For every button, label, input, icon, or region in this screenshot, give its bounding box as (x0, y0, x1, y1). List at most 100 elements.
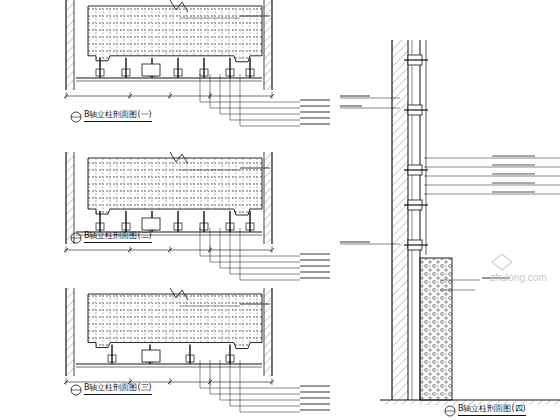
drawing-line (492, 173, 535, 174)
drawing-line (210, 228, 300, 262)
drawing-line (340, 108, 400, 109)
drawing-line (170, 0, 188, 12)
drawing-line (404, 109, 428, 110)
drawing-line (300, 265, 330, 266)
drawing-line (300, 409, 330, 410)
drawing-line (492, 191, 535, 192)
drawing-line (125, 58, 126, 78)
drawing-line (200, 360, 300, 388)
drawing-line (300, 391, 330, 392)
drawing-line (300, 271, 330, 272)
drawing-line (340, 95, 370, 96)
column-section (64, 0, 330, 126)
drawing-line (180, 306, 240, 307)
drawing-line (492, 164, 535, 165)
drawing-line (210, 360, 300, 394)
drawing-line (424, 185, 560, 186)
watermark-logo (492, 254, 512, 270)
drawing-line (300, 403, 330, 404)
drawing-line (71, 390, 81, 391)
drawing-line (76, 367, 262, 368)
title-symbol (445, 406, 455, 416)
drawing-line (130, 92, 131, 99)
drawing-line (170, 288, 188, 300)
drawing-line (249, 211, 250, 232)
drawing-line (240, 15, 270, 16)
drawing-line (300, 397, 330, 398)
drawing-line (272, 246, 273, 253)
title-symbol (71, 385, 81, 395)
drawing-line (412, 40, 413, 400)
drawing-line (200, 228, 300, 256)
drawing-line (404, 244, 428, 245)
drawing-line (220, 228, 300, 268)
drawing-line (300, 259, 330, 260)
drawing-line (240, 167, 270, 168)
drawing-line (66, 382, 272, 383)
drawing-line (300, 277, 330, 278)
drawing-line (76, 81, 262, 82)
drawing-line (210, 74, 300, 108)
drawing-line (300, 117, 330, 118)
drawing-line (240, 303, 270, 304)
drawing-line (130, 246, 131, 253)
drawing-line (180, 18, 240, 19)
drawing-line (440, 280, 480, 281)
drawing-line (230, 228, 300, 274)
drawing-line (300, 253, 330, 254)
drawing-line (71, 238, 81, 239)
section-title: B轴立柱剖面图(一) (84, 111, 152, 122)
drawing-line (230, 74, 300, 120)
drawing-line (180, 170, 240, 171)
drawing-line (203, 211, 204, 232)
drawing-line (300, 99, 330, 100)
drawing-line (340, 98, 400, 99)
drawing-line (170, 378, 171, 385)
drawing-line (66, 246, 67, 253)
drawing-line (424, 176, 560, 177)
drawing-line (440, 290, 475, 291)
drawing-line (404, 169, 428, 170)
drawing-line (203, 58, 204, 78)
drawing-line (424, 194, 560, 195)
drawing-line (404, 59, 428, 60)
drawing-line (76, 78, 262, 79)
drawing-line (272, 92, 273, 99)
drawing-line (66, 92, 67, 99)
drawing-line (240, 228, 300, 280)
drawing-line (220, 360, 300, 400)
drawing-line (300, 111, 330, 112)
drawing-line (272, 378, 273, 385)
drawing-line (426, 40, 427, 255)
drawing-line (391, 40, 392, 400)
drawing-line (340, 105, 362, 106)
section-title: B轴立柱剖面图(二) (84, 232, 152, 243)
drawing-line (230, 360, 300, 406)
drawing-line (340, 241, 370, 242)
drawing-line (492, 182, 535, 183)
drawing-line (111, 345, 112, 364)
drawing-line (170, 152, 188, 164)
drawing-line (66, 250, 272, 251)
drawing-line (240, 74, 300, 126)
drawing-line (249, 58, 250, 78)
drawing-line (177, 211, 178, 232)
drawing-line (404, 204, 428, 205)
drawing-line (125, 211, 126, 232)
drawing-line (170, 92, 171, 99)
drawing-line (340, 244, 400, 245)
drawing-line (200, 74, 300, 102)
drawing-line (424, 158, 560, 159)
title-symbol (71, 112, 81, 122)
drawing-line (76, 364, 262, 365)
drawing-line (189, 345, 190, 364)
drawing-line (408, 40, 409, 400)
drawing-line (177, 58, 178, 78)
drawing-line (71, 117, 81, 118)
drawing-line (424, 167, 560, 168)
drawing-line (300, 123, 330, 124)
drawing-line (99, 58, 100, 78)
column-section (64, 152, 330, 280)
drawing-line (300, 385, 330, 386)
drawing-line (170, 246, 171, 253)
